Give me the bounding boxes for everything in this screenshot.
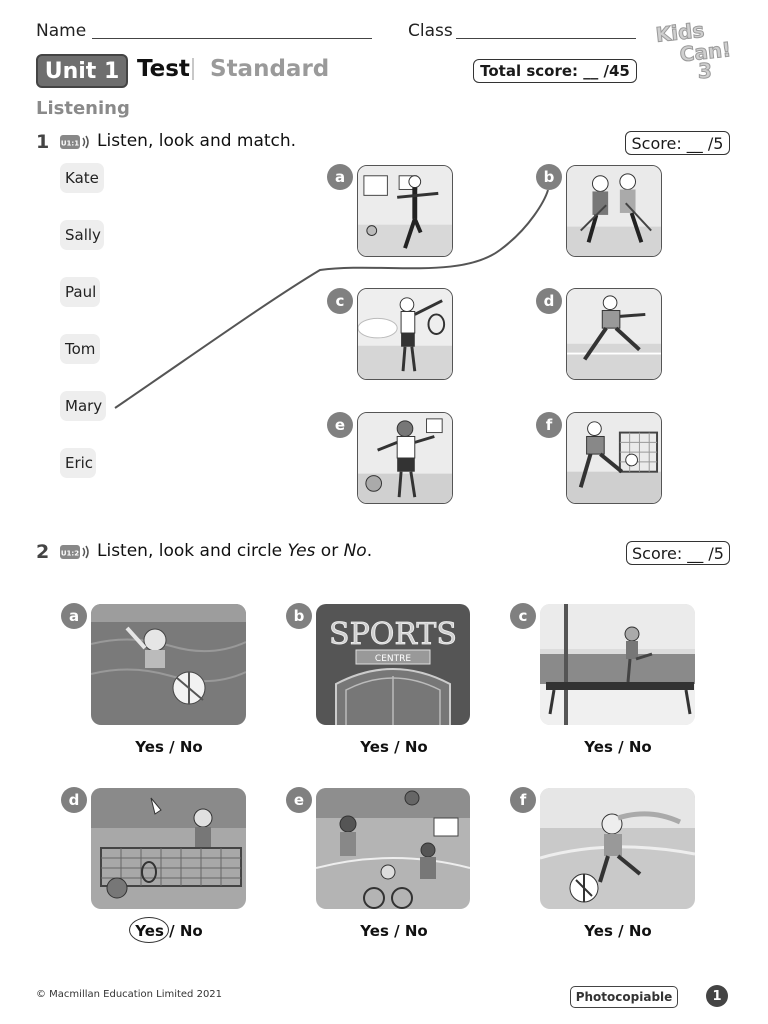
q1-picture-e[interactable]: [357, 412, 453, 504]
q1-letter-f: f: [536, 412, 562, 438]
audio-icon[interactable]: U1:2: [60, 543, 92, 561]
q1-picture-d[interactable]: [566, 288, 662, 380]
class-label: Class: [408, 21, 453, 41]
photocopiable-badge: Photocopiable: [570, 986, 678, 1008]
q1-number: 1: [36, 131, 50, 153]
q2-photo-a-swimming-pool[interactable]: [91, 604, 246, 725]
yes-option[interactable]: Yes: [360, 738, 389, 756]
no-option[interactable]: No: [628, 922, 652, 940]
q1-picture-c[interactable]: [357, 288, 453, 380]
q2-instruction: Listen, look and circle Yes or No.: [97, 541, 373, 561]
q2-photo-e-basketball[interactable]: [316, 788, 470, 909]
no-option[interactable]: No: [404, 738, 428, 756]
q1-picture-a[interactable]: [357, 165, 453, 257]
sign-text: SPORTS: [329, 617, 457, 652]
no-option[interactable]: No: [628, 738, 652, 756]
q2-answer-e: Yes / No: [360, 922, 428, 940]
q2-photo-b-sports-centre[interactable]: SPORTS CENTRE: [316, 604, 470, 725]
q2-letter-c: c: [510, 603, 536, 629]
q1-picture-b[interactable]: [566, 165, 662, 257]
total-score-box: Total score: __ /45: [473, 59, 637, 83]
yes-option[interactable]: Yes: [360, 922, 389, 940]
audio-icon[interactable]: U1:1: [60, 133, 92, 151]
q2-score-box: Score: __ /5: [626, 541, 730, 565]
q1-letter-a: a: [327, 164, 353, 190]
q1-picture-f[interactable]: [566, 412, 662, 504]
q1-letter-c: c: [327, 288, 353, 314]
q2-answer-c: Yes / No: [584, 738, 652, 756]
test-title: Test: [137, 56, 190, 82]
example-match-line: [114, 189, 549, 409]
q2-letter-e: e: [286, 787, 312, 813]
yes-option[interactable]: Yes: [129, 917, 170, 943]
q2-photo-c-balance-beam[interactable]: [540, 604, 695, 725]
page-number: 1: [706, 985, 728, 1007]
unit-badge: Unit 1: [36, 54, 128, 88]
yes-option[interactable]: Yes: [584, 922, 613, 940]
sign-sub: CENTRE: [375, 654, 411, 664]
name-field[interactable]: [92, 38, 372, 39]
level-title: Standard: [210, 56, 330, 82]
name-chip-eric[interactable]: Eric: [60, 448, 96, 478]
q2-photo-f-football[interactable]: [540, 788, 695, 909]
name-chip-kate[interactable]: Kate: [60, 163, 104, 193]
svg-text:U1:1: U1:1: [61, 140, 79, 148]
q2-answer-a: Yes / No: [135, 738, 203, 756]
no-option[interactable]: No: [404, 922, 428, 940]
q2-answer-b: Yes / No: [360, 738, 428, 756]
copyright: © Macmillan Education Limited 2021: [36, 989, 223, 1000]
name-chip-mary[interactable]: Mary: [60, 391, 106, 421]
svg-text:Kids: Kids: [655, 18, 706, 47]
section-title: Listening: [36, 98, 130, 119]
q2-photo-d-badminton[interactable]: [91, 788, 246, 909]
class-field[interactable]: [456, 38, 636, 39]
q2-letter-a: a: [61, 603, 87, 629]
name-chip-sally[interactable]: Sally: [60, 220, 104, 250]
q1-letter-d: d: [536, 288, 562, 314]
q2-answer-d: Yes / No: [91, 917, 247, 943]
q2-letter-d: d: [61, 787, 87, 813]
q1-score-box: Score: __ /5: [625, 131, 730, 155]
q1-letter-e: e: [327, 412, 353, 438]
kids-can-logo: Kids Can! 3: [654, 16, 734, 83]
q2-letter-f: f: [510, 787, 536, 813]
answer-circle-mark: [129, 917, 170, 943]
svg-text:Can!: Can!: [679, 37, 733, 66]
yes-option[interactable]: Yes: [135, 738, 164, 756]
title-divider: [192, 58, 194, 80]
no-option[interactable]: No: [179, 922, 203, 940]
no-option[interactable]: No: [179, 738, 203, 756]
name-label: Name: [36, 21, 87, 41]
q1-instruction: Listen, look and match.: [97, 131, 297, 151]
q1-letter-b: b: [536, 164, 562, 190]
q2-letter-b: b: [286, 603, 312, 629]
svg-text:3: 3: [698, 59, 712, 80]
q2-number: 2: [36, 541, 50, 563]
svg-text:U1:2: U1:2: [61, 550, 79, 558]
name-chip-paul[interactable]: Paul: [60, 277, 100, 307]
name-chip-tom[interactable]: Tom: [60, 334, 100, 364]
q2-answer-f: Yes / No: [584, 922, 652, 940]
yes-option[interactable]: Yes: [584, 738, 613, 756]
